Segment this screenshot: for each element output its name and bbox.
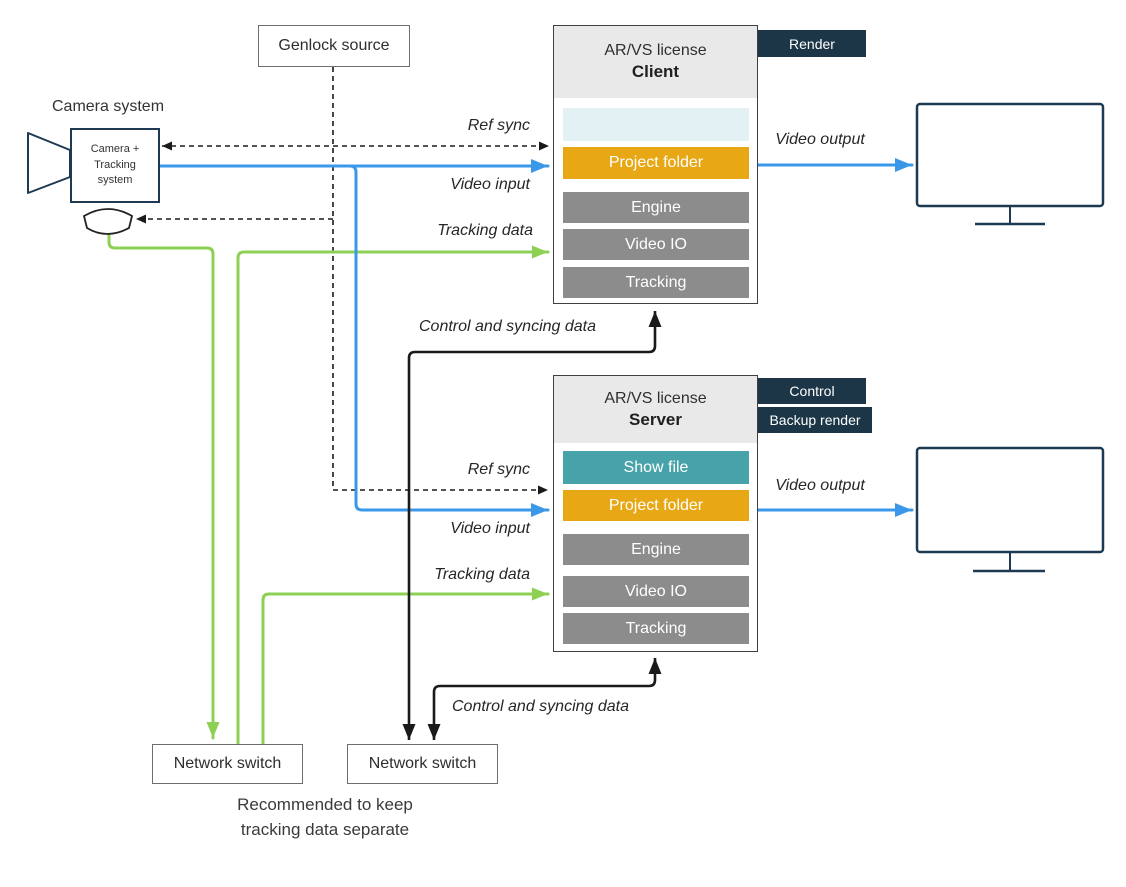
tracking-note: Recommended to keep tracking data separa… [215,793,435,842]
server-badge-backup-render: Backup render [758,407,872,433]
video-input-line-server [348,164,550,517]
monitor-client-icon [915,102,1105,226]
monitor-server-icon [915,446,1105,573]
tracking-line-switch-to-client [236,245,550,746]
camera-lens-icon [27,132,71,194]
client-badge-render: Render [758,30,866,57]
video-input-label-client: Video input [450,176,530,193]
tracking-data-label-client: Tracking data [437,222,533,239]
camera-system-label: Camera system [52,98,165,115]
control-sync-label-client: Control and syncing data [419,318,596,335]
client-row-tracking: Tracking [563,267,749,298]
genlock-source-box: Genlock source [258,25,410,67]
client-title: AR/VS license [604,42,707,59]
server-row-engine: Engine [563,534,749,565]
network-switch-left: Network switch [152,744,303,784]
client-row-empty [563,108,749,141]
server-subtitle: Server [629,409,682,429]
server-title: AR/VS license [604,389,707,407]
client-header: AR/VS license Client [554,26,757,98]
control-line-client-switch [402,311,662,740]
tracking-note-line: Recommended to keep [237,795,413,814]
camera-tracking-box: Camera + Tracking system [70,128,160,203]
server-row-tracking: Tracking [563,613,749,644]
tracking-data-label-server: Tracking data [434,566,530,583]
client-row-project-folder: Project folder [563,147,749,179]
tracking-line-dish-to-switch [107,232,220,740]
tracking-line-switch-to-server [261,587,550,746]
server-license-box: AR/VS license Server Show file Project f… [553,375,758,652]
client-row-video-io: Video IO [563,229,749,260]
video-output-label-server: Video output [775,477,865,494]
ref-sync-label-client: Ref sync [467,117,530,134]
server-row-show-file: Show file [563,451,749,484]
server-header: AR/VS license Server [554,376,757,443]
camera-inner-line: Tracking [94,158,136,171]
control-sync-label-server: Control and syncing data [452,698,629,715]
server-badge-control: Control [758,378,866,404]
camera-inner-line: system [97,174,133,187]
client-subtitle: Client [631,62,680,81]
ref-sync-label-server: Ref sync [467,461,530,478]
server-row-video-io: Video IO [563,576,749,607]
control-line-server-switch [427,658,662,740]
client-row-engine: Engine [563,192,749,223]
client-license-box: AR/VS license Client Project folder Engi… [553,25,758,304]
tracking-dish-icon [82,208,134,235]
network-switch-right: Network switch [347,744,498,784]
video-input-label-server: Video input [450,520,530,537]
server-row-project-folder: Project folder [563,490,749,521]
tracking-note-line: tracking data separate [240,819,410,839]
video-output-label-client: Video output [775,131,865,148]
camera-inner-line: Camera + [90,142,140,155]
